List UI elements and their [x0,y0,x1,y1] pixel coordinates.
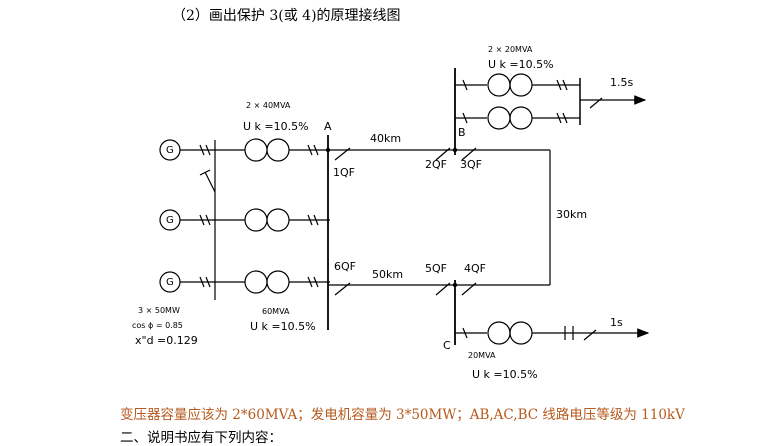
time-b: 1.5s [610,76,633,89]
gen-2-symbol: G [166,215,174,226]
capacity-note: 变压器容量应该为 2*60MVA；发电机容量为 3*50MW；AB,AC,BC … [120,407,685,423]
bus-b-label: B [458,126,466,139]
transformer-tb2-a-winding [487,106,511,130]
t2-uk: U k =10.5% [250,320,316,333]
t1-uk: U k =10.5% [243,120,309,133]
t2-rating: 60MVA [262,307,290,316]
line-ab-length: 40km [370,132,401,145]
tc-uk: U k =10.5% [472,368,538,381]
line-bc-length: 30km [556,208,587,221]
transformer-t2-b-winding [266,208,290,232]
tb-uk: U k =10.5% [488,58,554,71]
tc-rating: 20MVA [468,351,496,360]
qf5-label: 5QF [425,262,447,275]
qf3-label: 3QF [460,158,482,171]
transformer-tb1-b-winding [509,73,533,97]
line-ac-length: 50km [372,268,403,281]
gen-reactance: x"d =0.129 [135,334,198,347]
time-c: 1s [610,316,623,329]
bus-c-label: C [443,339,451,352]
qf4-label: 4QF [464,262,486,275]
page-heading: （2）画出保护 3(或 4)的原理接线图 [172,8,401,24]
qf2-label: 2QF [425,158,447,171]
gen-rating: 3 × 50MW [138,306,180,315]
transformer-tc-a-winding [487,321,511,345]
transformer-t3-a-winding [244,270,268,294]
transformer-tb2-b-winding [509,106,533,130]
transformer-t1-b-winding [266,138,290,162]
section-heading: 二、说明书应有下列内容： [120,430,282,446]
transformer-tb1-a-winding [487,73,511,97]
bus-tie-switch [204,171,216,193]
t1-rating: 2 × 40MVA [246,101,291,110]
transformer-t2-a-winding [244,208,268,232]
gen-1-symbol: G [166,145,174,156]
transformer-tc-b-winding [509,321,533,345]
qf1-label: 1QF [333,166,355,179]
transformer-t1-a-winding [244,138,268,162]
qf6-label: 6QF [334,260,356,273]
gen-3-symbol: G [166,277,174,288]
transformer-t3-b-winding [266,270,290,294]
bus-a-label: A [324,120,332,133]
tb-rating: 2 × 20MVA [488,45,533,54]
gen-power-factor: cos ϕ = 0.85 [132,321,183,330]
